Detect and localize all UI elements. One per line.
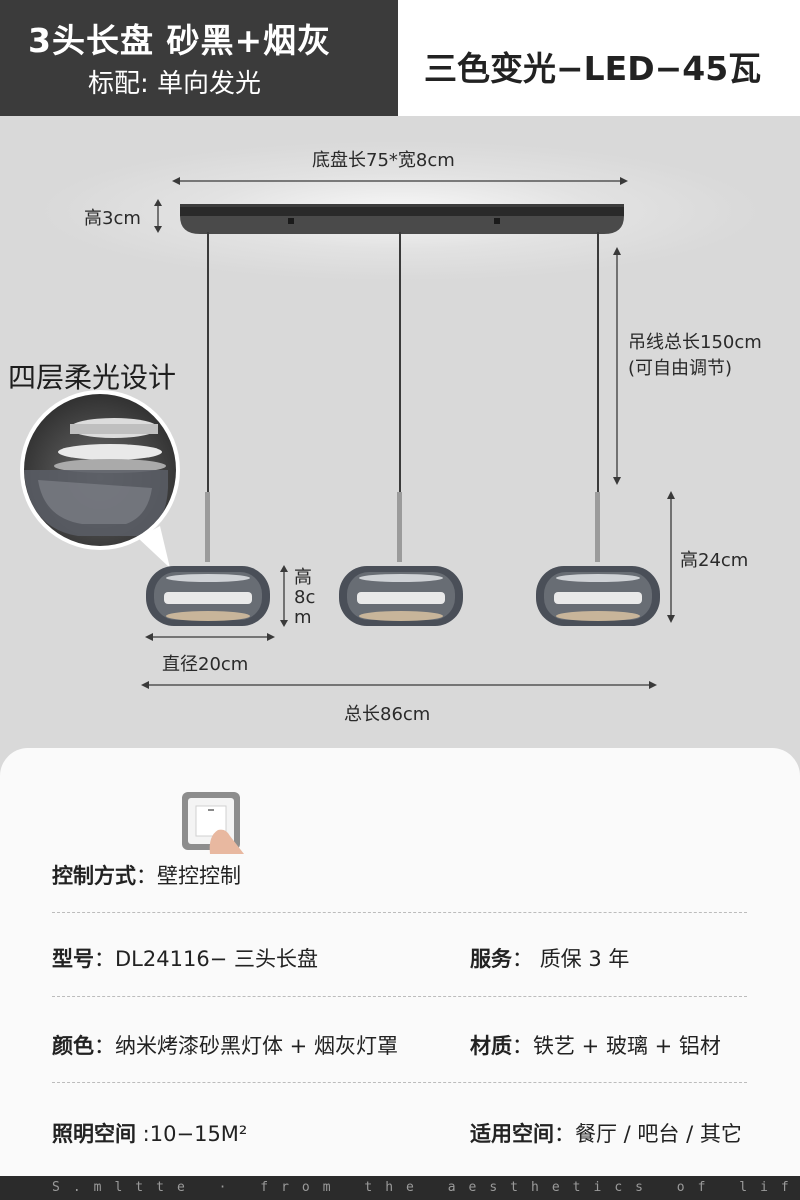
service-label: 服务 [470,947,512,971]
pendant-cable-right [597,232,599,494]
control-row: 控制方式：壁控控制 [52,864,241,888]
service-row: 服务： 质保 3 年 [470,947,630,971]
brand-tagline: S.mltte · from the aesthetics of life [52,1180,800,1195]
cable-length-label: 吊线总长150cm [628,332,762,353]
usage-value: 餐厅 / 吧台 / 其它 [575,1122,742,1146]
color-label: 颜色 [52,1034,94,1058]
canopy-height-label: 高3cm [84,208,141,229]
spec-panel: 控制方式：壁控控制 型号：DL24116− 三头长盘 服务： 质保 3 年 颜色… [0,748,800,1176]
canopy-size-label: 底盘长75*宽8cm [312,150,455,171]
pendant-rod-right [595,492,600,562]
shade-height-arrow [280,565,288,627]
color-value: 纳米烤漆砂黑灯体 + 烟灰灯罩 [115,1034,398,1058]
color-row: 颜色：纳米烤漆砂黑灯体 + 烟灰灯罩 [52,1034,398,1058]
control-value: 壁控控制 [157,864,241,888]
total-length-label: 总长86cm [344,704,431,725]
material-value: 铁艺 + 玻璃 + 铝材 [533,1034,721,1058]
cable-length-note: (可自由调节) [628,358,733,379]
lighting-space-value: 10−15M² [149,1122,248,1146]
pendant-cable-left [207,232,209,494]
feature-heading: 四层柔光设计 [8,361,177,394]
model-row: 型号：DL24116− 三头长盘 [52,947,318,971]
product-subtitle: 标配: 单向发光 [88,69,262,99]
usage-label: 适用空间 [470,1122,554,1146]
product-title: 3头长盘 砂黑+烟灰 [28,21,332,60]
model-value: DL24116− 三头长盘 [115,947,318,971]
shade-height-label: 高8cm [294,567,316,628]
service-value: 质保 3 年 [539,947,630,971]
canopy-height-arrow [154,199,162,233]
pendant-rod-left [205,492,210,562]
lamp-height-arrow [667,491,675,623]
canopy-width-arrow [172,177,628,185]
header-left: 3头长盘 砂黑+烟灰 标配: 单向发光 [0,0,398,116]
diameter-arrow [145,633,275,641]
lighting-space-row: 照明空间 :10−15M² [52,1122,248,1146]
lighting-space-label: 照明空间 [52,1122,136,1146]
lamp-height-label: 高24cm [680,550,749,571]
pendant-rod-middle [397,492,402,562]
diameter-label: 直径20cm [162,654,249,675]
divider [52,912,747,913]
lamp-shade-middle [339,566,463,626]
light-spec-title: 三色变光−LED−45瓦 [424,49,762,88]
header-right: 三色变光−LED−45瓦 [398,0,800,116]
material-row: 材质：铁艺 + 玻璃 + 铝材 [470,1034,721,1058]
total-length-arrow [141,681,657,689]
cable-length-arrow [613,247,621,485]
usage-row: 适用空间：餐厅 / 吧台 / 其它 [470,1122,742,1146]
ceiling-canopy [180,204,624,234]
brand-footer: S.mltte · from the aesthetics of life [0,1176,800,1200]
divider [52,1082,747,1083]
divider [52,996,747,997]
wall-switch-icon [182,792,244,854]
layer-detail-bubble [20,390,180,568]
material-label: 材质 [470,1034,512,1058]
lamp-shade-left [146,566,270,626]
pendant-cable-middle [399,232,401,494]
lamp-shade-right [536,566,660,626]
model-label: 型号 [52,947,94,971]
product-diagram: 底盘长75*宽8cm 高3cm 吊线总长150cm (可自由调节) 高2 [0,116,800,748]
control-label: 控制方式 [52,864,136,888]
